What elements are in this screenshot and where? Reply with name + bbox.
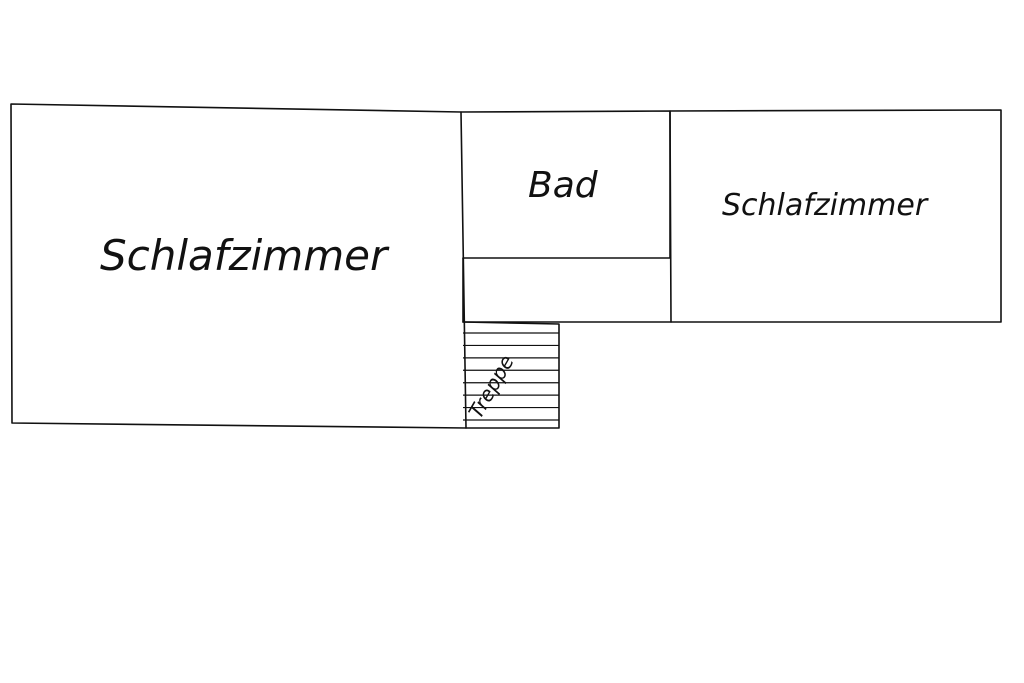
bedroom-left: Schlafzimmer: [10, 103, 467, 429]
bedroom-right-walls: [669, 109, 1002, 323]
stairs: Treppe: [462, 321, 560, 429]
bedroom-right: Schlafzimmer: [669, 109, 1002, 323]
stairs-walls: [462, 321, 560, 429]
hall: [462, 257, 672, 323]
bedroom-right-label: Schlafzimmer: [722, 188, 929, 223]
hall-walls: [462, 257, 672, 323]
stair-steps: [463, 332, 559, 421]
bathroom: Bad: [460, 110, 671, 259]
bedroom-left-label: Schlafzimmer: [100, 231, 390, 280]
stairs-label: Treppe: [464, 351, 519, 423]
bathroom-label: Bad: [528, 165, 599, 206]
